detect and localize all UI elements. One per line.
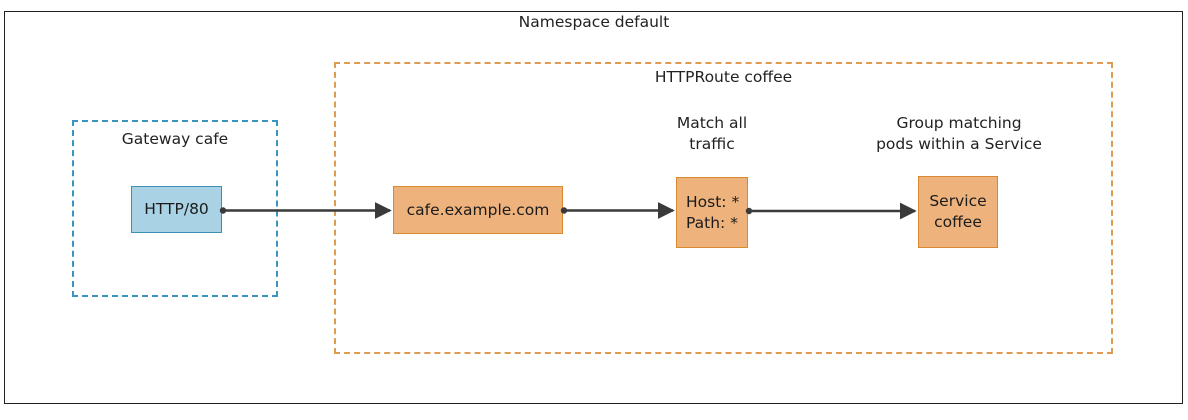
node-match-rules: Host: * Path: * [676, 177, 748, 248]
caption-match-line2: traffic [689, 135, 735, 153]
node-match-path: Path: * [686, 213, 738, 232]
node-hostname: cafe.example.com [393, 186, 563, 234]
caption-service-line1: Group matching [896, 114, 1022, 132]
node-listener-label: HTTP/80 [144, 200, 209, 218]
gateway-container [72, 120, 278, 297]
node-service-name: coffee [934, 213, 982, 231]
caption-match-line1: Match all [676, 114, 748, 132]
node-service-coffee: Service coffee [918, 176, 998, 248]
node-listener-http80: HTTP/80 [131, 186, 222, 233]
namespace-title: Namespace default [518, 13, 670, 31]
caption-match-all-traffic: Match all traffic [652, 113, 772, 155]
caption-group-matching-pods: Group matching pods within a Service [866, 113, 1052, 155]
httproute-container [334, 62, 1113, 354]
node-hostname-label: cafe.example.com [406, 200, 550, 219]
caption-service-line2: pods within a Service [876, 135, 1042, 153]
gateway-title: Gateway cafe [121, 130, 229, 148]
node-service-kind: Service [929, 192, 987, 210]
httproute-title: HTTPRoute coffee [654, 68, 793, 86]
node-match-host: Host: * [686, 192, 740, 211]
